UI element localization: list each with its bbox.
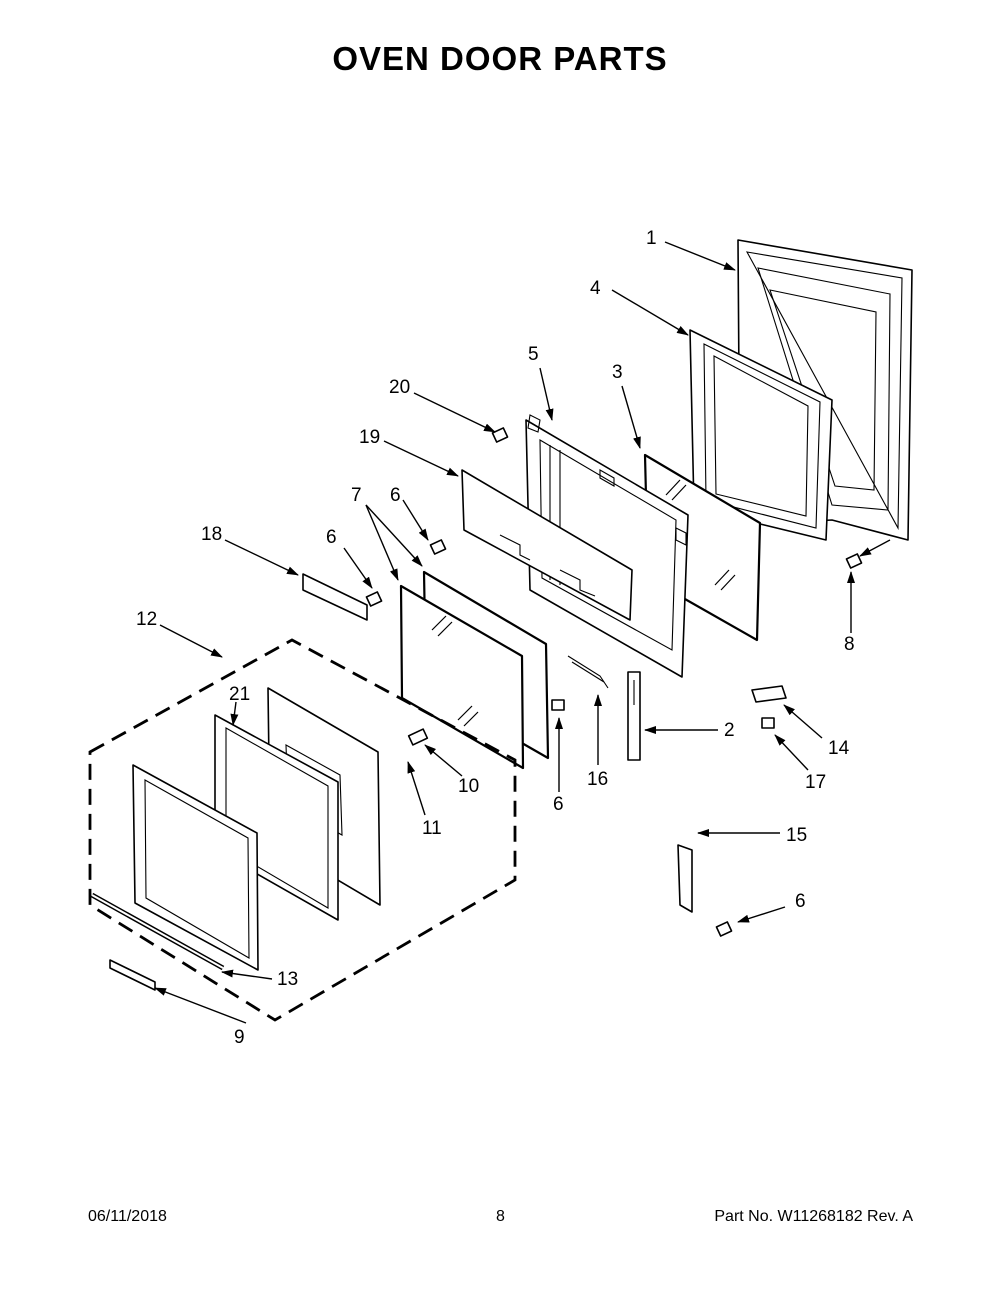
callout-17: 17	[805, 772, 826, 793]
callout-9: 9	[234, 1027, 245, 1048]
leader-lines	[154, 241, 891, 1024]
callout-16: 16	[587, 769, 608, 790]
callout-5: 5	[528, 344, 539, 365]
callout-21: 21	[229, 684, 250, 705]
callout-2: 2	[724, 720, 735, 741]
callout-15: 15	[786, 825, 807, 846]
page-title: OVEN DOOR PARTS	[332, 40, 668, 77]
part-12-outer-door-assembly	[88, 638, 517, 1022]
part-19-baffle	[461, 469, 633, 621]
callout-6-a: 6	[390, 485, 401, 506]
callout-6-d: 6	[795, 891, 806, 912]
callout-1: 1	[646, 228, 657, 249]
callout-19: 19	[359, 427, 380, 448]
callout-20: 20	[389, 377, 410, 398]
screws	[365, 427, 863, 937]
callout-11: 11	[422, 818, 442, 839]
callout-6-c: 6	[553, 794, 564, 815]
callout-8: 8	[844, 634, 855, 655]
part-14-clip	[751, 685, 787, 703]
callout-3: 3	[612, 362, 623, 383]
footer-page-number: 8	[496, 1208, 505, 1225]
callout-4: 4	[590, 278, 601, 299]
part-16-wire	[567, 655, 609, 689]
callout-18: 18	[201, 524, 222, 545]
part-18-bracket	[302, 573, 368, 621]
callout-10: 10	[458, 776, 479, 797]
part-7-inner-glass	[399, 570, 550, 770]
part-15-strut	[677, 844, 693, 913]
callout-7: 7	[351, 485, 362, 506]
part-4-inner-door-frame	[689, 329, 833, 541]
part-2-door-sensor	[627, 671, 641, 761]
callout-12: 12	[136, 609, 157, 630]
callout-13: 13	[277, 969, 298, 990]
footer-date: 06/11/2018	[88, 1208, 167, 1225]
callout-6-b: 6	[326, 527, 337, 548]
footer-part-number: Part No. W11268182 Rev. A	[714, 1208, 913, 1225]
callout-14: 14	[828, 738, 850, 759]
